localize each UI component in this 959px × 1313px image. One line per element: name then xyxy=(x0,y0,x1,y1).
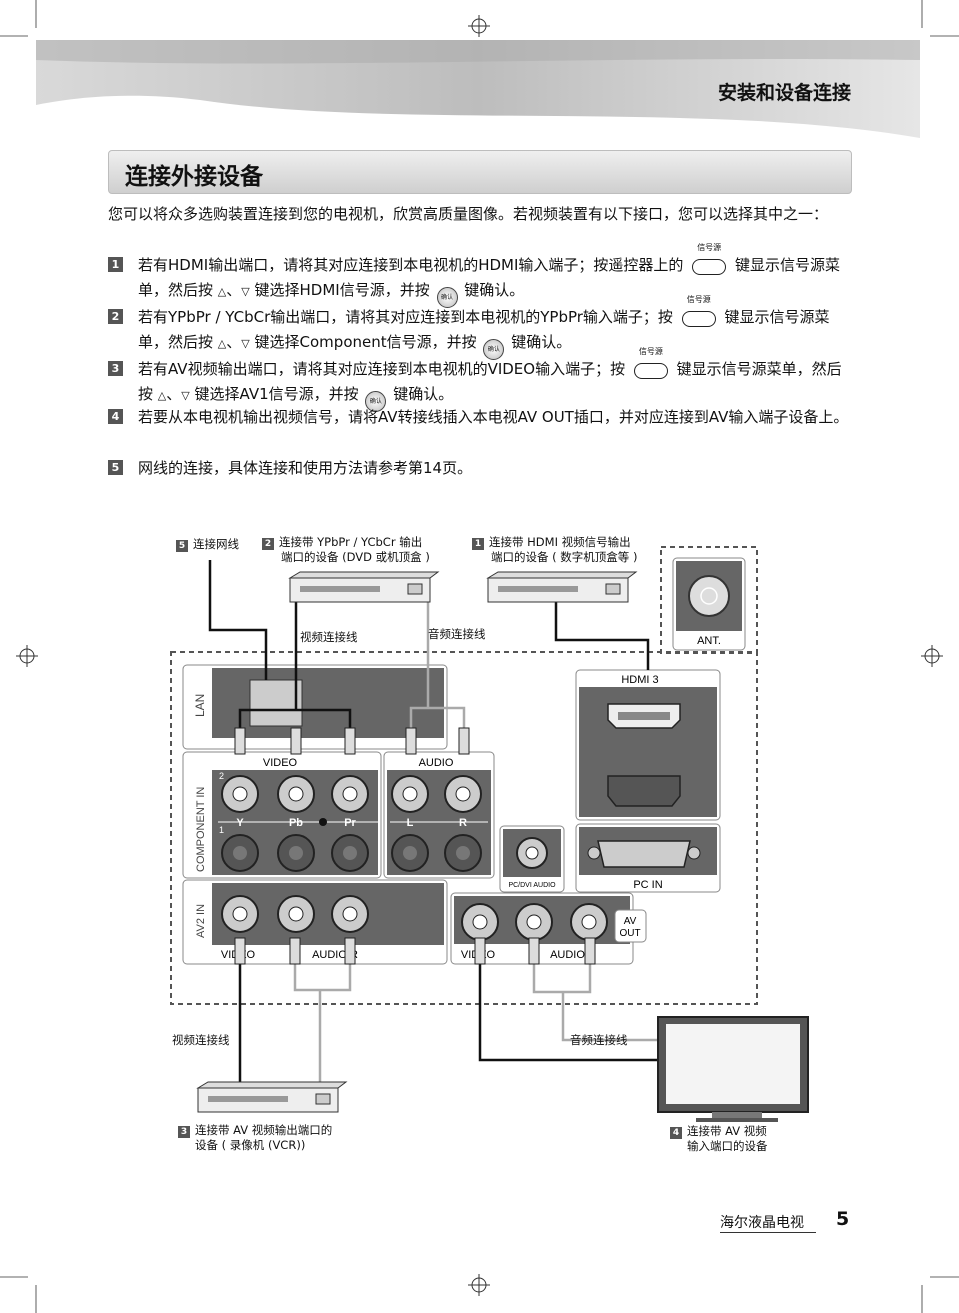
step-text: 键确认。 xyxy=(511,333,572,351)
hdmi-port-2 xyxy=(607,775,681,807)
mark-2: 2 xyxy=(219,771,224,781)
settop-box-icon xyxy=(486,571,638,603)
up-arrow-icon: △ xyxy=(217,285,227,298)
footer-brand: 海尔液晶电视 xyxy=(720,1215,804,1231)
video-cable-label-top: 视频连接线 xyxy=(300,630,358,644)
connection-diagram: ANT. HDMI 3 PC IN PC/DVI AUDIO LAN VIDEO… xyxy=(170,546,809,1122)
step-number: 2 xyxy=(108,309,123,324)
vcr-icon xyxy=(196,1081,348,1113)
step-number: 4 xyxy=(108,409,123,424)
section-title: 连接外接设备 xyxy=(125,164,263,190)
av2-jacks xyxy=(221,895,369,933)
pc-in-label: PC IN xyxy=(633,879,662,891)
lan-label: LAN xyxy=(193,694,207,717)
step-text: 键显示信号源菜单，然后按 xyxy=(138,360,842,403)
cables xyxy=(208,560,700,1095)
step-text: 网线的连接，具体连接和使用方法请参考第14页。 xyxy=(138,459,473,477)
source-button-icon: 信号源 xyxy=(681,295,717,327)
step-number: 3 xyxy=(108,361,123,376)
step-text: 键确认。 xyxy=(393,385,454,403)
av-out-label-1: AV xyxy=(624,916,637,927)
header-swoosh xyxy=(0,0,959,138)
source-button-icon: 信号源 xyxy=(691,243,727,275)
pr-label: Pr xyxy=(344,817,356,829)
step-text: 键确认。 xyxy=(464,281,525,299)
av-out-audio-label: AUDIO R xyxy=(550,949,596,961)
video-cable-label-bottom: 视频连接线 xyxy=(172,1033,230,1047)
audio-cable-label-top: 音频连接线 xyxy=(428,627,486,641)
av2-in-label: AV2 IN xyxy=(195,904,207,938)
step-text: 若要从本电视机输出视频信号，请将AV转接线插入本电视AV OUT插口，并对应连接… xyxy=(138,408,849,426)
step-text: 键显示信号源菜单，然后按 xyxy=(138,308,830,351)
step-text: 键显示信号源菜单，然后按 xyxy=(138,256,840,299)
step-text: 键选择AV1信号源，并按 xyxy=(194,385,359,403)
component-jacks xyxy=(221,775,369,872)
up-arrow-icon: △ xyxy=(217,337,227,350)
audio-label: AUDIO xyxy=(419,757,454,769)
pc-dvi-audio-label: PC/DVI AUDIO xyxy=(508,882,556,889)
down-arrow-icon: ▽ xyxy=(181,389,190,402)
up-arrow-icon: △ xyxy=(157,389,167,402)
chapter-title: 安装和设备连接 xyxy=(717,82,851,104)
l-label: L xyxy=(407,817,414,829)
av-out-label-2: OUT xyxy=(619,928,640,939)
dvd-player-icon xyxy=(288,571,440,603)
ok-button-icon: 确认 xyxy=(483,339,505,360)
ok-button-icon: 确认 xyxy=(436,287,458,308)
tv-monitor-icon xyxy=(657,1016,809,1122)
video-label: VIDEO xyxy=(263,757,298,769)
step-number: 5 xyxy=(108,460,123,475)
step-text: 若有AV视频输出端口，请将其对应连接到本电视机的VIDEO输入端子；按 xyxy=(138,360,626,378)
section-heading-bar: 连接外接设备 xyxy=(108,150,852,194)
step-text: 若有HDMI输出端口，请将其对应连接到本电视机的HDMI输入端子；按遥控器上的 xyxy=(138,256,684,274)
step-text: 键选择HDMI信号源，并按 xyxy=(254,281,430,299)
mark-1: 1 xyxy=(219,825,224,835)
step-text: 若有YPbPr / YCbCr输出端口，请将其对应连接到本电视机的YPbPr输入… xyxy=(138,308,673,326)
source-button-icon: 信号源 xyxy=(633,347,669,379)
hdmi-label: HDMI 3 xyxy=(621,674,658,686)
step-text: 键选择Component信号源，并按 xyxy=(254,333,477,351)
ok-button-icon: 确认 xyxy=(365,391,387,412)
lan-port xyxy=(249,679,303,727)
registration-marks xyxy=(16,645,943,667)
down-arrow-icon: ▽ xyxy=(241,337,250,350)
vga-port xyxy=(597,840,691,868)
r-label: R xyxy=(459,817,467,829)
bottom-crop-marks xyxy=(0,1274,959,1313)
pb-label: Pb xyxy=(289,817,303,829)
intro-text: 您可以将众多选购装置连接到您的电视机，欣赏高质量图像。若视频装置有以下接口，您可… xyxy=(108,205,829,223)
page-number: 5 xyxy=(836,1208,850,1230)
footer-underline xyxy=(720,1232,816,1233)
step-number: 1 xyxy=(108,257,123,272)
ant-label: ANT. xyxy=(697,635,721,647)
audio-jacks xyxy=(391,775,482,872)
down-arrow-icon: ▽ xyxy=(241,285,250,298)
av-out-jacks xyxy=(461,903,608,941)
y-label: Y xyxy=(236,817,244,829)
audio-cable-label-bottom: 音频连接线 xyxy=(570,1033,628,1047)
component-in-label: COMPONENT IN xyxy=(195,787,207,872)
cable-plugs xyxy=(234,727,596,965)
